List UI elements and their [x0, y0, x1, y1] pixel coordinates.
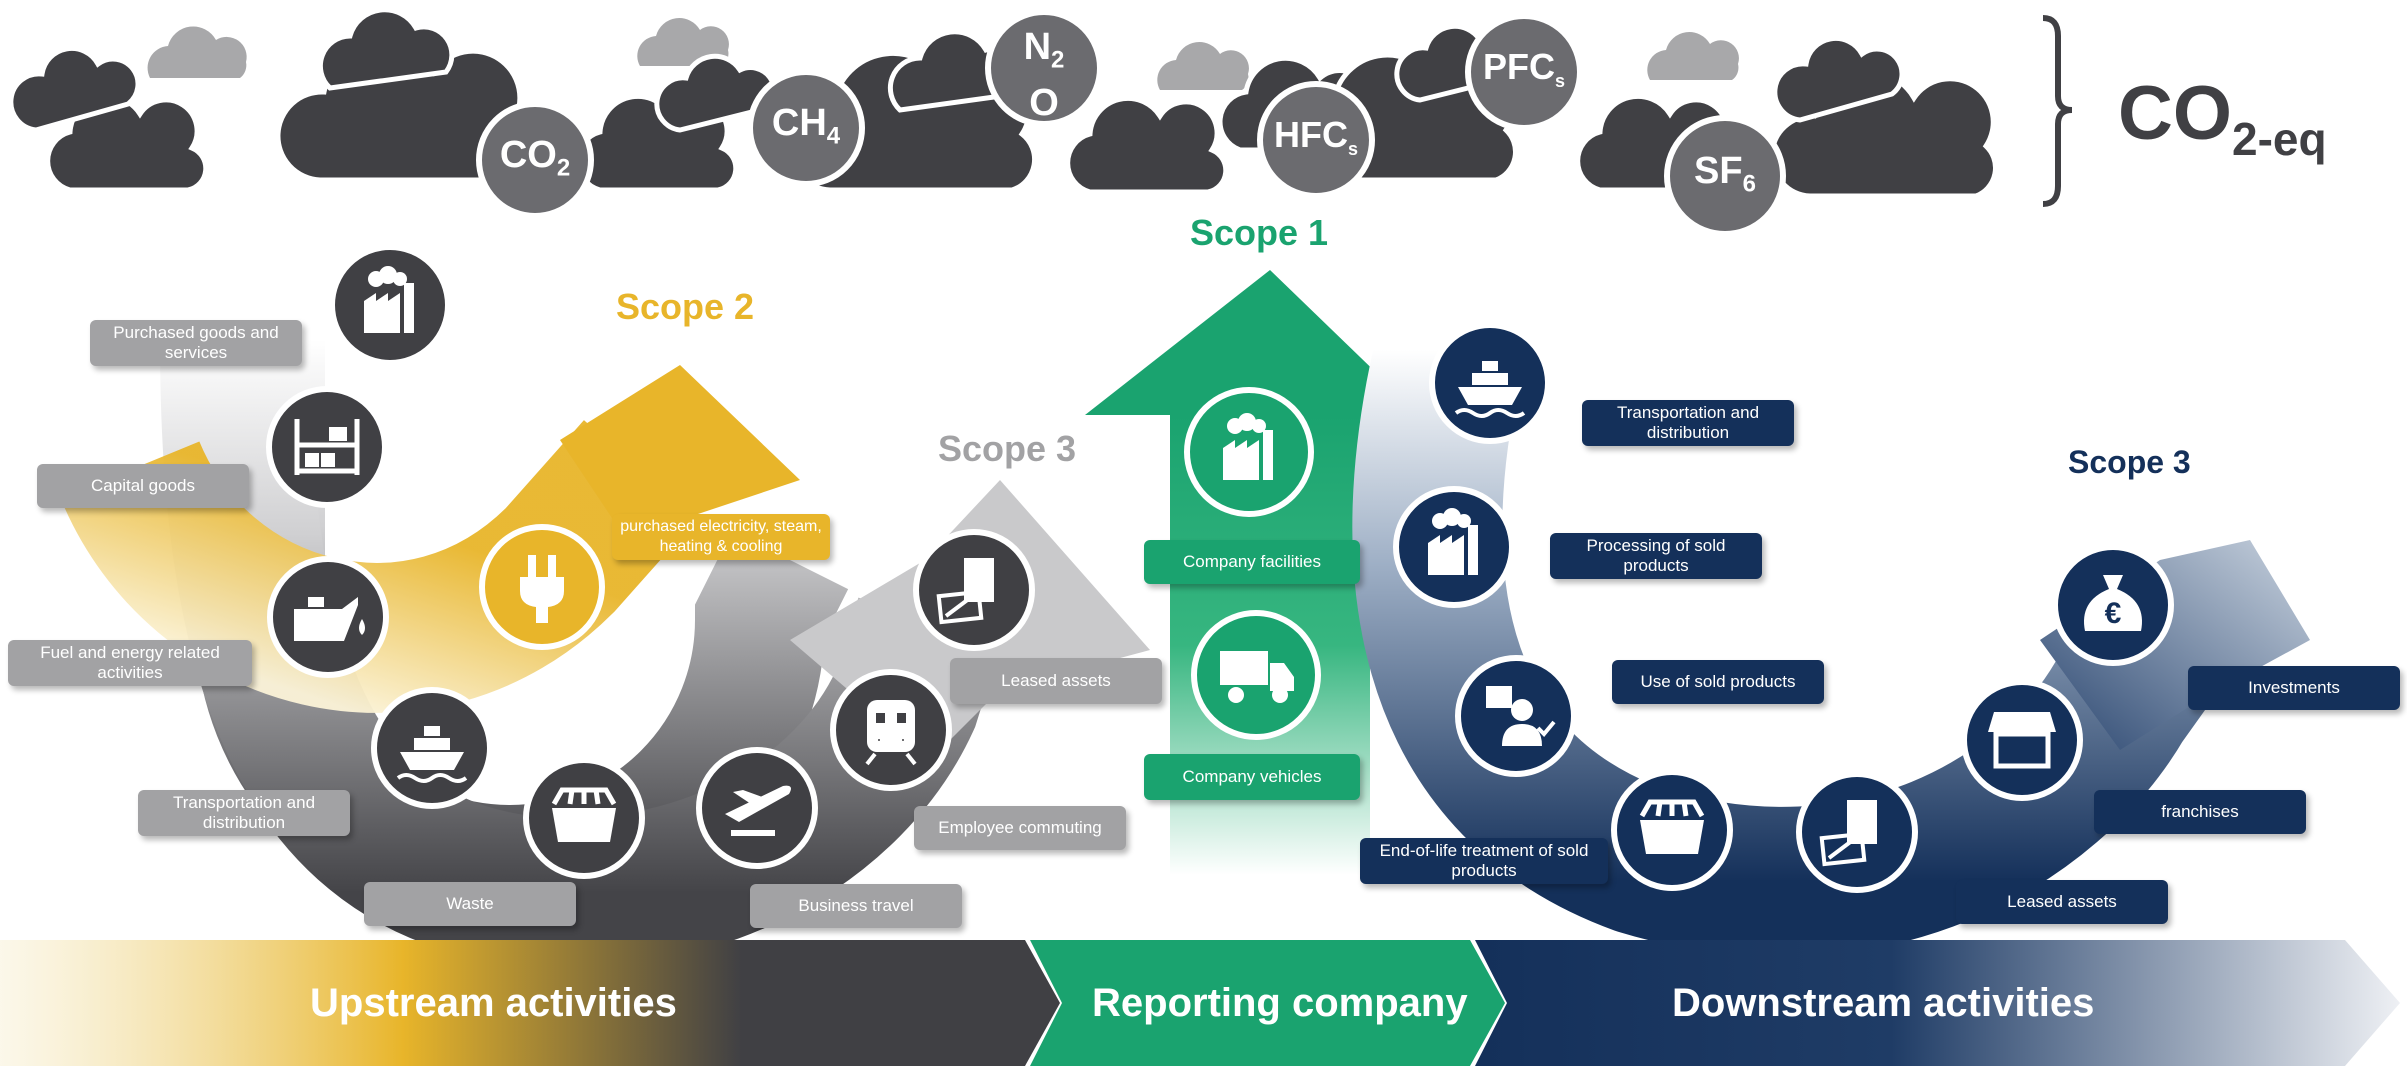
label-capital-goods: Capital goods	[37, 464, 249, 508]
office-building-icon	[913, 529, 1035, 651]
co2-eq-label: CO2-eq	[2118, 70, 2327, 166]
co2eq-main: CO	[2118, 71, 2232, 156]
n2o-top: N	[1023, 26, 1052, 68]
label-transportation-downstream: Transportation and distribution	[1582, 400, 1794, 446]
shop-icon	[1961, 679, 2083, 801]
n2o-bubble: N2 O	[988, 26, 1100, 124]
ch4-sub: 4	[826, 122, 841, 150]
scope2-arrowhead	[560, 365, 800, 560]
co2-main: CO	[499, 134, 557, 176]
label-company-vehicles: Company vehicles	[1144, 754, 1360, 800]
person-box-icon	[1455, 655, 1577, 777]
office-downstream-icon	[1796, 771, 1918, 893]
scope1-title: Scope 1	[1190, 212, 1329, 253]
band-reporting-text: Reporting company	[1092, 980, 1468, 1025]
ship-downstream-icon	[1429, 322, 1551, 444]
facility-icon	[1184, 387, 1314, 517]
band-downstream-text: Downstream activities	[1672, 980, 2095, 1025]
label-waste: Waste	[364, 882, 576, 926]
label-fuel-energy: Fuel and energy related activities	[8, 640, 252, 686]
scope1-arrowhead	[1085, 270, 1420, 415]
scope3-upstream-title: Scope 3	[938, 428, 1077, 469]
euro-glyph: €	[2105, 597, 2122, 630]
train-icon	[830, 669, 952, 791]
reporting-band	[1030, 940, 1505, 1066]
gas-bubbles	[476, 9, 1786, 237]
label-use-of-sold-products: Use of sold products	[1612, 660, 1824, 704]
label-leased-assets-upstream: Leased assets	[950, 658, 1162, 704]
label-leased-assets-downstream: Leased assets	[1956, 880, 2168, 924]
sf6-main: SF	[1694, 150, 1743, 192]
co2-bubble: CO2	[479, 134, 591, 183]
co2-sub: 2	[556, 154, 571, 182]
label-employee-commuting: Employee commuting	[914, 806, 1126, 850]
label-transportation-upstream: Transportation and distribution	[138, 790, 350, 836]
label-business-travel: Business travel	[750, 884, 962, 928]
label-company-facilities: Company facilities	[1144, 540, 1360, 584]
label-investments: Investments	[2188, 666, 2400, 710]
hfcs-main: HFC	[1273, 114, 1348, 155]
n2o-bottom: O	[1029, 81, 1059, 124]
ch4-main: CH	[771, 102, 827, 144]
plug-icon	[479, 524, 605, 650]
label-franchises: franchises	[2094, 790, 2306, 834]
pfcs-sub: s	[1554, 71, 1565, 92]
airplane-icon	[696, 747, 818, 869]
shelves-icon	[266, 386, 388, 508]
label-purchased-goods: Purchased goods and services	[90, 320, 302, 366]
sf6-bubble: SF6	[1669, 150, 1781, 199]
scope3-downstream-title: Scope 3	[2068, 444, 2191, 480]
label-end-of-life: End-of-life treatment of sold products	[1360, 838, 1608, 884]
factory-cloud-icon	[329, 244, 451, 366]
pfcs-main: PFC	[1482, 46, 1555, 87]
bracket	[2042, 15, 2073, 207]
ship-icon	[371, 687, 493, 809]
dark-cloud-icons	[8, 7, 1998, 199]
upstream-band	[0, 940, 1060, 1066]
processing-factory-icon	[1393, 486, 1515, 608]
ch4-bubble: CH4	[750, 102, 862, 151]
hfcs-sub: s	[1347, 139, 1358, 160]
scope2-title: Scope 2	[616, 286, 755, 327]
sf6-sub: 6	[1742, 170, 1756, 198]
dumpster-icon	[523, 757, 645, 879]
light-cloud-icons	[147, 18, 1739, 90]
dumpster-downstream-icon	[1611, 769, 1733, 891]
n2o-sub: 2	[1051, 46, 1065, 74]
downstream-band	[1475, 940, 2400, 1066]
truck-icon	[1191, 610, 1321, 740]
clouds-band	[8, 7, 2073, 237]
pfcs-bubble: PFCs	[1468, 46, 1580, 92]
oil-can-icon	[267, 556, 389, 678]
downstream-arrowhead	[2040, 540, 2310, 750]
hfcs-bubble: HFCs	[1260, 114, 1372, 160]
money-bag-icon: €	[2052, 544, 2174, 666]
band-upstream-text: Upstream activities	[310, 980, 677, 1025]
label-purchased-electricity: purchased electricity, steam, heating & …	[612, 514, 830, 560]
label-processing: Processing of sold products	[1550, 533, 1762, 579]
co2eq-sub: 2-eq	[2232, 113, 2327, 166]
